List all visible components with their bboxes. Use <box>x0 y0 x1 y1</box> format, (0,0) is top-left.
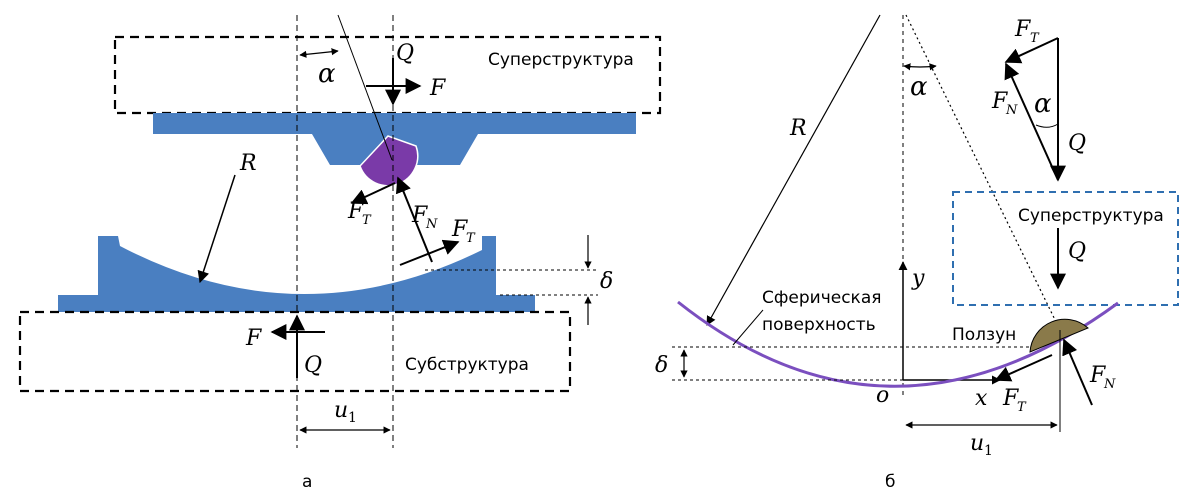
substructure-label: Субструктура <box>405 355 529 375</box>
spherical-label-1: Сферическая <box>762 288 881 308</box>
tri-alpha-arc <box>1035 123 1059 128</box>
fn-bottom-sub: N <box>1103 377 1116 392</box>
superstructure-label: Суперструктура <box>488 50 634 70</box>
q-bottom-label: Q <box>304 353 322 378</box>
dotted-radius <box>905 14 1061 331</box>
triangle-fn <box>1004 62 1059 181</box>
u1-sub: 1 <box>348 410 357 426</box>
alpha-arc <box>299 48 339 58</box>
ft-right-label: F <box>451 217 468 242</box>
delta-label: δ <box>600 269 613 294</box>
lower-bowl <box>58 236 535 312</box>
tri-alpha-label: α <box>1034 89 1052 119</box>
delta-label: δ <box>655 353 668 378</box>
ft-left-sub: T <box>362 213 372 228</box>
fn-label: F <box>411 203 428 228</box>
substructure-box <box>18 310 572 393</box>
panel-b: R α F T F N α Q Суперструктура Q y x o С… <box>655 14 1179 492</box>
alpha-arc <box>903 63 937 71</box>
ft-bottom-arrow <box>994 354 1053 382</box>
triangle-ft <box>1004 37 1059 64</box>
spherical-label-2: поверхность <box>762 315 876 335</box>
fn-arrow <box>395 176 433 263</box>
alpha-label: α <box>318 59 336 89</box>
tri-ft-sub: T <box>1030 31 1040 46</box>
caption-b: б <box>885 472 895 492</box>
ft-right-arrow <box>399 239 460 266</box>
fn-bottom-arrow <box>1062 338 1093 406</box>
f-top-label: F <box>429 76 446 101</box>
superstructure-box <box>113 35 662 115</box>
r-label: R <box>239 151 257 176</box>
ft-left-arrow <box>350 182 396 205</box>
origin-label: o <box>876 383 889 408</box>
tri-ft-label: F <box>1014 17 1031 42</box>
alpha-label: α <box>910 72 928 102</box>
y-label: y <box>911 266 925 291</box>
r-radius-line <box>706 14 881 326</box>
ft-right-sub: T <box>466 231 476 246</box>
r-arrow <box>197 174 236 284</box>
surface-leader <box>732 309 764 346</box>
fn-bottom-label: F <box>1089 363 1106 388</box>
x-label: x <box>975 386 988 411</box>
ft-bottom-label: F <box>1002 386 1019 411</box>
superstructure-label: Суперструктура <box>1018 206 1164 226</box>
fn-sub: N <box>425 217 438 232</box>
f-bottom-label: F <box>245 326 262 351</box>
slider-label: Ползун <box>952 325 1016 345</box>
u1-label: u <box>970 431 984 456</box>
q-top-label: Q <box>396 41 414 66</box>
radius-line <box>337 14 393 161</box>
ft-bottom-sub: T <box>1017 400 1027 415</box>
superstructure-box <box>952 191 1179 306</box>
ft-left-label: F <box>347 199 364 224</box>
r-label: R <box>789 116 807 141</box>
tri-fn-sub: N <box>1005 103 1018 118</box>
u1-sub: 1 <box>984 443 993 459</box>
upper-plate <box>153 113 636 134</box>
q-box-label: Q <box>1068 239 1086 264</box>
u1-label: u <box>334 398 348 423</box>
panel-a: Суперструктура Субструктура α Q F R F T <box>18 14 662 492</box>
tri-q-label: Q <box>1068 131 1086 156</box>
slider <box>1029 318 1089 353</box>
caption-a: а <box>302 472 312 492</box>
tri-fn-label: F <box>991 89 1008 114</box>
spherical-surface <box>677 300 1119 388</box>
